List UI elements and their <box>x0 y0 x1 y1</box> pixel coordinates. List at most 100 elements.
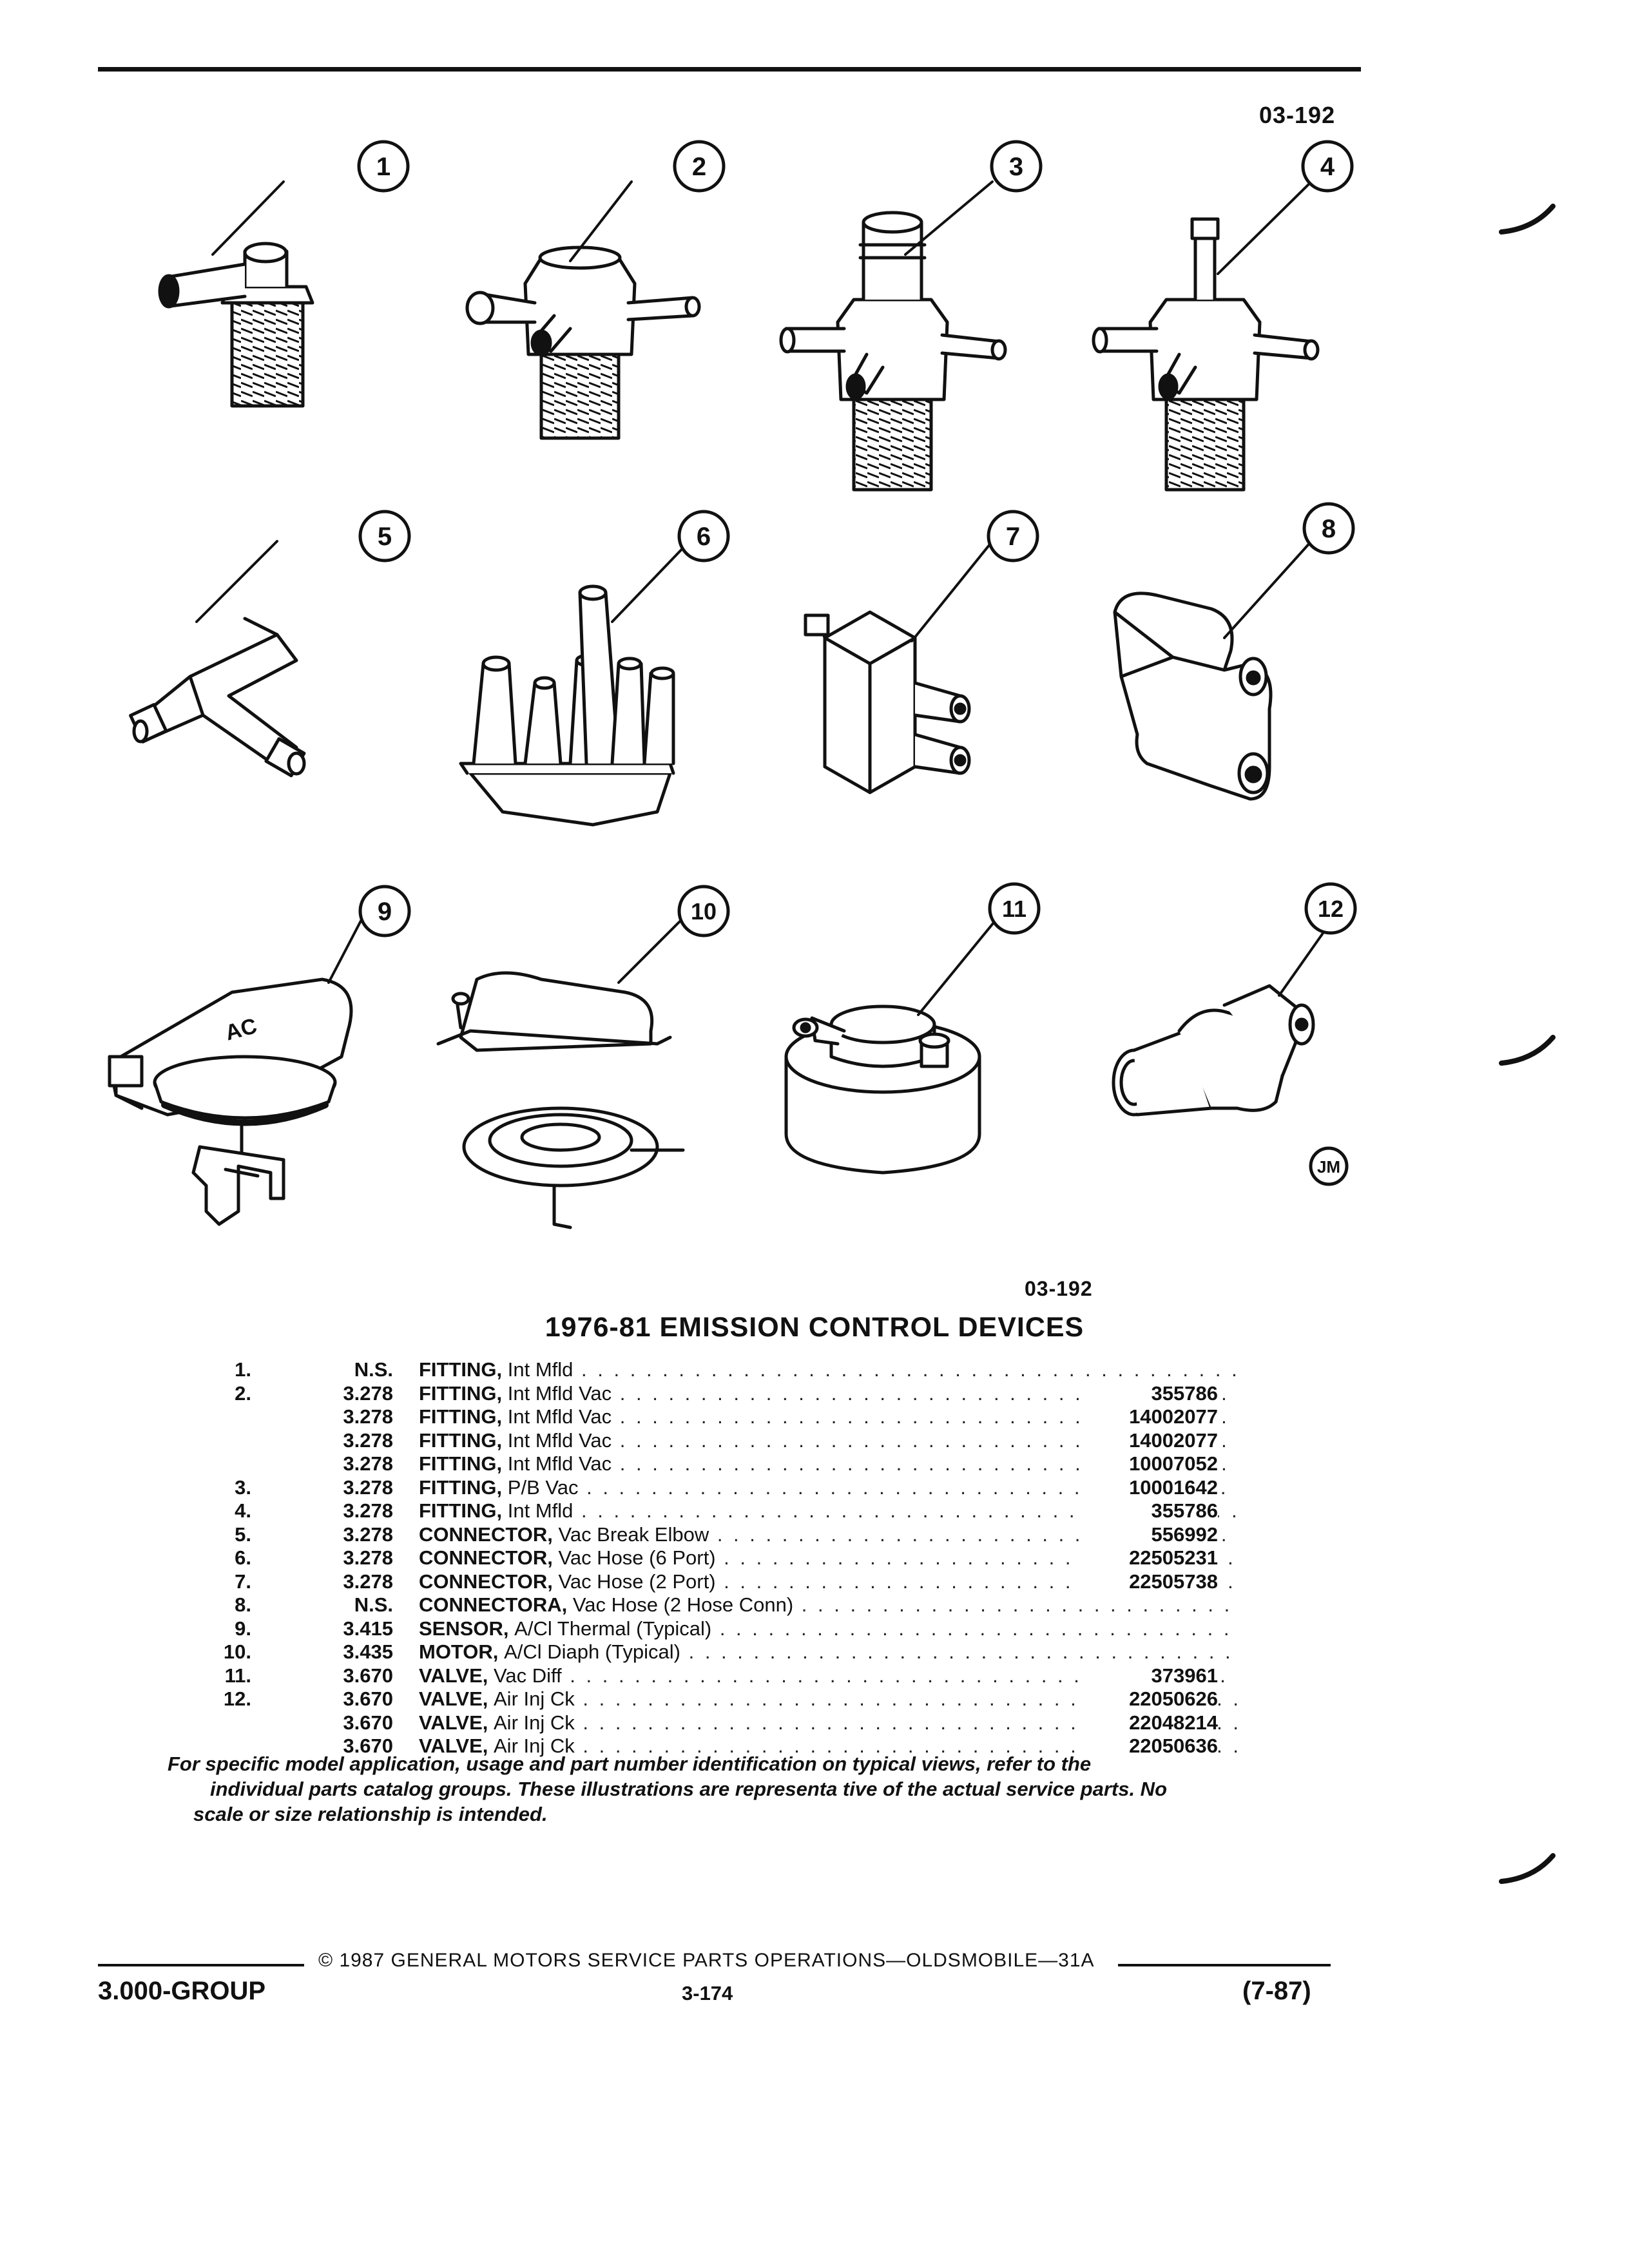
part-detail: Vac Hose (2 Port) <box>558 1570 716 1593</box>
section-title: 1976-81 EMISSION CONTROL DEVICES <box>545 1312 1084 1343</box>
part-number: 10. <box>223 1640 251 1663</box>
part-name: VALVE, <box>419 1711 488 1734</box>
group-number: 3.278 <box>343 1381 393 1405</box>
part-4-fitting <box>1092 217 1320 492</box>
part-8-connector <box>1113 591 1273 801</box>
callout-7: 7 <box>1006 523 1020 551</box>
parts-list: 1.N.S.FITTING, Int Mfld . . . . . . . . … <box>155 1358 1237 1758</box>
part-detail: Air Inj Ck <box>494 1687 575 1710</box>
footer-date: (7-87) <box>1242 1977 1311 2005</box>
part-catalog-number: 22050626 <box>1083 1687 1218 1711</box>
parts-row: 10. 3.435 MOTOR, A/Cl Diaph (Typical) . . … <box>155 1640 1237 1664</box>
part-12-valve <box>1112 984 1315 1117</box>
part-description: SENSOR, A/Cl Thermal (Typical) . . . . .… <box>419 1617 1237 1640</box>
part-name: VALVE, <box>419 1735 488 1757</box>
part-detail: Vac Hose (2 Hose Conn) <box>572 1593 794 1616</box>
part-catalog-number: 556992 <box>1083 1523 1218 1546</box>
part-name: CONNECTOR, <box>419 1523 553 1546</box>
parts-row: 1.N.S.FITTING, Int Mfld . . . . . . . . … <box>155 1358 1237 1382</box>
callout-11: 11 <box>1002 896 1027 922</box>
footer-rule-left <box>98 1964 304 1966</box>
part-catalog-number: 14002077 <box>1083 1405 1218 1428</box>
group-number: 3.435 <box>343 1640 393 1663</box>
part-catalog-number: 10001642 <box>1083 1475 1218 1499</box>
part-catalog-number: 22505738 <box>1083 1570 1218 1593</box>
part-number: 6. <box>235 1546 251 1569</box>
part-catalog-number: 22050636 <box>1083 1735 1218 1758</box>
part-number: 11. <box>224 1664 251 1687</box>
footer-rule-right <box>1118 1964 1331 1966</box>
part-10-motor <box>436 971 685 1229</box>
part-number: 7. <box>235 1570 251 1593</box>
part-number: 9. <box>235 1617 251 1640</box>
part-detail: Vac Hose (6 Port) <box>558 1546 716 1569</box>
part-detail: Int Mfld Vac <box>507 1405 612 1428</box>
binding-marks <box>1499 204 1556 1884</box>
part-number: 12. <box>223 1687 251 1710</box>
leader-dots: . . . . . . . . . . . . . . . . . . . . … <box>688 1640 1237 1663</box>
part-detail: Int Mfld Vac <box>507 1381 612 1405</box>
parts-illustration: AC <box>108 140 1357 1229</box>
callout-2: 2 <box>692 153 706 181</box>
group-number: 3.670 <box>343 1664 393 1687</box>
callout-6: 6 <box>697 523 711 551</box>
part-detail: A/Cl Thermal (Typical) <box>514 1617 712 1640</box>
part-name: CONNECTOR, <box>419 1570 553 1593</box>
margin-marks <box>1499 204 1556 1884</box>
footnote-line-3: scale or size relationship is intended. <box>193 1803 548 1825</box>
part-5-elbow <box>129 617 306 778</box>
part-number: 2. <box>235 1381 251 1405</box>
part-name: FITTING, <box>419 1452 503 1475</box>
group-number: 3.278 <box>343 1405 393 1428</box>
part-detail: P/B Vac <box>507 1475 579 1499</box>
part-1-fitting <box>158 242 314 408</box>
parts-row: 9. 3.415 SENSOR, A/Cl Thermal (Typical) . … <box>155 1617 1237 1641</box>
part-9-sensor <box>108 977 353 1226</box>
part-detail: Vac Diff <box>494 1664 562 1687</box>
figure-id-bottom: 03-192 <box>1025 1277 1093 1300</box>
callout-9: 9 <box>378 898 392 926</box>
part-description: CONNECTORA, Vac Hose (2 Hose Conn) . . .… <box>419 1593 1237 1617</box>
group-number: 3.278 <box>343 1452 393 1475</box>
footnote: For specific model application, usage an… <box>168 1751 1302 1827</box>
group-number: 3.278 <box>343 1428 393 1452</box>
jm-logo: JM <box>1317 1157 1340 1177</box>
part-name: VALVE, <box>419 1687 488 1710</box>
footer-group: 3.000-GROUP <box>98 1977 266 2005</box>
part-description: FITTING, Int Mfld . . . . . . . . . . . … <box>419 1358 1237 1381</box>
group-number: N.S. <box>354 1593 393 1616</box>
part-name: MOTOR, <box>419 1640 499 1663</box>
figure-id-top: 03-192 <box>1259 102 1336 128</box>
group-number: 3.415 <box>343 1617 393 1640</box>
callout-circles <box>357 140 1357 1186</box>
footnote-line-2: individual parts catalog groups. These i… <box>210 1778 1168 1800</box>
group-number: 3.670 <box>343 1735 393 1757</box>
part-name: FITTING, <box>419 1499 503 1522</box>
part-detail: Vac Break Elbow <box>558 1523 709 1546</box>
callout-3: 3 <box>1009 153 1023 181</box>
group-number: 3.278 <box>343 1475 393 1499</box>
part-name: CONNECTORA, <box>419 1593 568 1616</box>
part-description: MOTOR, A/Cl Diaph (Typical) . . . . . . … <box>419 1640 1237 1664</box>
part-name: VALVE, <box>419 1664 488 1687</box>
callout-10: 10 <box>691 898 717 925</box>
callout-4: 4 <box>1320 153 1335 181</box>
part-detail: Int Mfld Vac <box>507 1452 612 1475</box>
part-detail: Air Inj Ck <box>494 1735 575 1757</box>
group-number: 3.278 <box>343 1499 393 1522</box>
part-name: FITTING, <box>419 1358 503 1381</box>
callout-1: 1 <box>376 153 390 181</box>
part-11-valve <box>784 1004 981 1175</box>
part-name: CONNECTOR, <box>419 1546 553 1569</box>
group-number: N.S. <box>354 1358 393 1381</box>
